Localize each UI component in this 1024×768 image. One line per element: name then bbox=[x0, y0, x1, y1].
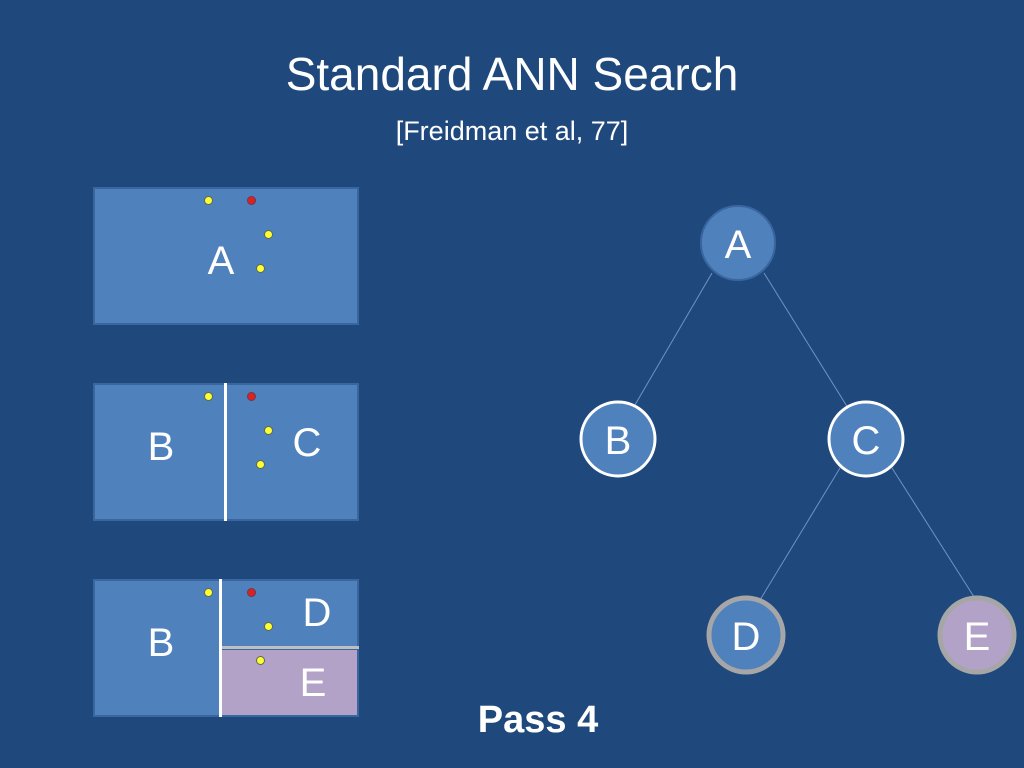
query-point bbox=[247, 196, 256, 205]
tree-node-e-label: E bbox=[964, 615, 991, 659]
data-point bbox=[204, 196, 213, 205]
region-c-label: C bbox=[292, 421, 322, 465]
query-point bbox=[247, 392, 256, 401]
data-point bbox=[204, 392, 213, 401]
tree-edge-a-c bbox=[763, 272, 849, 409]
tree-node-a-label: A bbox=[725, 223, 752, 267]
region-b-label: B bbox=[147, 621, 175, 665]
data-point bbox=[264, 426, 273, 435]
region-b-label: B bbox=[147, 425, 175, 469]
region-a-label: A bbox=[207, 239, 235, 283]
tree-node-c-label: C bbox=[852, 419, 881, 463]
split-line bbox=[224, 383, 227, 521]
data-point bbox=[256, 264, 265, 273]
region-e-label: E bbox=[299, 661, 327, 705]
data-point bbox=[256, 460, 265, 469]
region-d-label: D bbox=[302, 591, 332, 635]
tree-edge-c-d bbox=[759, 467, 841, 601]
split-line bbox=[219, 579, 222, 717]
tree-node-c: C bbox=[827, 400, 905, 478]
data-point bbox=[204, 588, 213, 597]
tree-node-e: E bbox=[937, 595, 1017, 675]
query-point bbox=[247, 588, 256, 597]
region-e bbox=[222, 648, 359, 717]
tree-node-b: B bbox=[579, 400, 657, 478]
slide-title: Standard ANN Search bbox=[285, 48, 739, 100]
split-line bbox=[222, 646, 359, 649]
tree-node-d-label: D bbox=[732, 615, 761, 659]
tree-edge-a-b bbox=[631, 272, 713, 411]
tree-edge-c-e bbox=[891, 467, 977, 601]
data-point bbox=[256, 656, 265, 665]
pass-label: Pass 4 bbox=[477, 699, 599, 741]
slide-subtitle: [Freidman et al, 77] bbox=[395, 116, 629, 146]
region-a bbox=[93, 187, 359, 325]
tree-node-d: D bbox=[706, 595, 786, 675]
tree-node-a: A bbox=[700, 205, 776, 281]
data-point bbox=[264, 230, 273, 239]
data-point bbox=[264, 622, 273, 631]
tree-node-b-label: B bbox=[605, 419, 632, 463]
